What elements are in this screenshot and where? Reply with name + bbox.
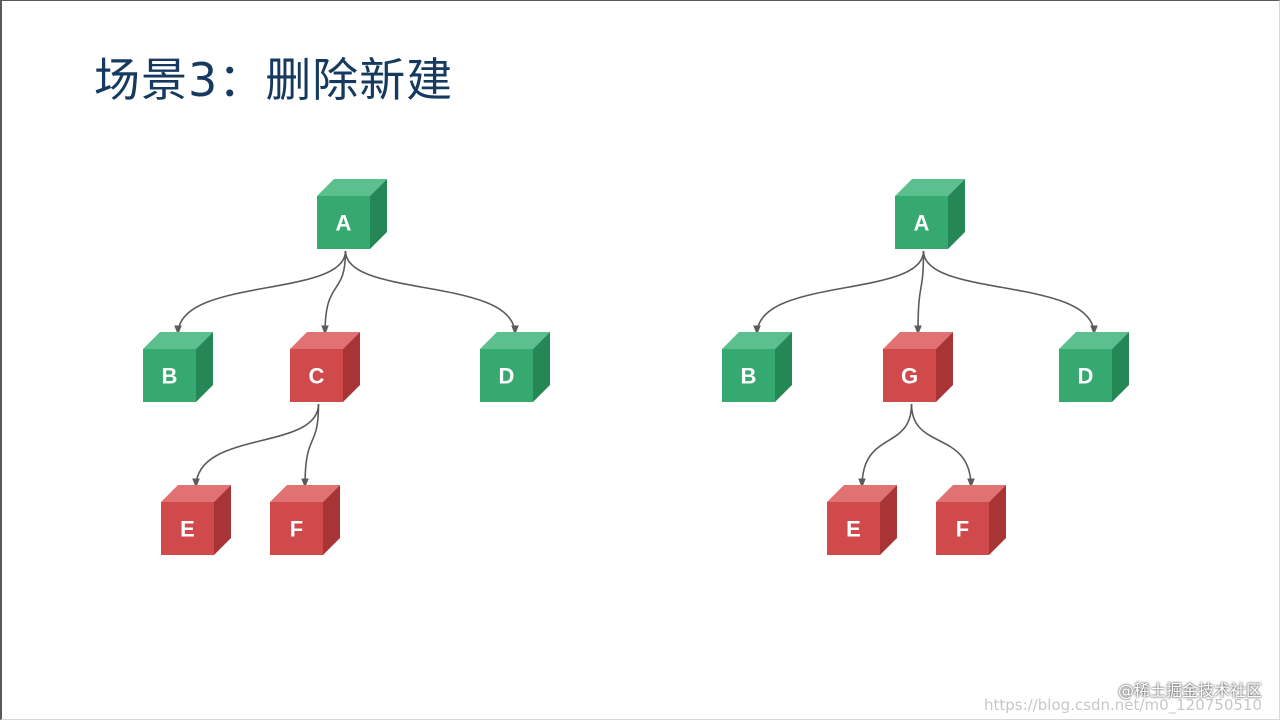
tree2-node-e-front: [827, 502, 880, 555]
tree1-node-e-side: [214, 485, 231, 555]
tree2-node-f: F: [936, 485, 1006, 555]
tree1-node-a-side: [370, 179, 387, 249]
tree1-node-a: A: [317, 179, 387, 249]
tree1-node-e-front: [161, 502, 214, 555]
tree2-node-f-top: [936, 485, 1006, 502]
tree1-node-b: B: [143, 332, 213, 402]
nodes-layer: A B C D E F A B G D E F: [143, 179, 1129, 555]
slide-title: 场景3：删除新建: [94, 53, 454, 107]
tree2-node-e-top: [827, 485, 897, 502]
tree1-edge-a-b: [174, 250, 347, 335]
tree2-node-d: D: [1059, 332, 1129, 402]
tree1-node-a-top: [317, 179, 387, 196]
tree1-edge-c-e: [192, 403, 320, 488]
tree2-node-g-front: [883, 349, 936, 402]
tree1-edge-a-c: [321, 250, 347, 335]
tree2-node-g-top: [883, 332, 953, 349]
tree1-node-b-top: [143, 332, 213, 349]
tree2-node-b-front: [722, 349, 775, 402]
tree1-node-d-side: [533, 332, 550, 402]
tree1-node-b-front: [143, 349, 196, 402]
tree1-node-e-top: [161, 485, 231, 502]
tree1-node-c: C: [290, 332, 360, 402]
tree1-node-c-label: C: [309, 364, 325, 389]
tree1-node-b-side: [196, 332, 213, 402]
tree2-node-f-side: [989, 485, 1006, 555]
tree1-node-c-top: [290, 332, 360, 349]
tree1-node-a-front: [317, 196, 370, 249]
tree2-node-f-front: [936, 502, 989, 555]
tree2-node-b-top: [722, 332, 792, 349]
tree2-edge-g-f: [910, 403, 975, 488]
tree1-node-e: E: [161, 485, 231, 555]
tree1-node-f: F: [270, 485, 340, 555]
tree2-edge-g-e: [858, 403, 913, 488]
tree2-edge-a-g: [914, 250, 925, 335]
tree1-node-a-label: A: [336, 211, 352, 236]
tree1-node-e-label: E: [180, 517, 195, 542]
tree2-node-a: A: [895, 179, 965, 249]
tree1-edge-a-d: [344, 250, 519, 335]
tree2-node-f-label: F: [956, 517, 969, 542]
tree2-node-g: G: [883, 332, 953, 402]
tree1-node-d-label: D: [499, 364, 515, 389]
tree2-node-g-label: G: [901, 364, 918, 389]
tree1-node-f-side: [323, 485, 340, 555]
tree2-node-d-label: D: [1078, 364, 1094, 389]
tree1-node-b-label: B: [162, 364, 178, 389]
tree1-edge-c-f: [301, 403, 320, 488]
tree2-node-d-side: [1112, 332, 1129, 402]
tree1-node-d: D: [480, 332, 550, 402]
edges-layer: [174, 250, 1098, 488]
tree2-edge-a-b: [753, 250, 925, 335]
watermark-url: https://blog.csdn.net/m0_120750510: [984, 696, 1262, 714]
tree1-node-c-side: [343, 332, 360, 402]
tree2-node-a-front: [895, 196, 948, 249]
tree1-node-f-label: F: [290, 517, 303, 542]
tree1-node-d-front: [480, 349, 533, 402]
tree1-node-f-front: [270, 502, 323, 555]
tree1-node-d-top: [480, 332, 550, 349]
tree2-node-a-label: A: [914, 211, 930, 236]
tree2-node-b-label: B: [741, 364, 757, 389]
tree2-node-b: B: [722, 332, 792, 402]
tree1-node-c-front: [290, 349, 343, 402]
tree2-node-b-side: [775, 332, 792, 402]
tree1-node-f-top: [270, 485, 340, 502]
tree2-node-a-side: [948, 179, 965, 249]
tree2-node-d-top: [1059, 332, 1129, 349]
tree2-node-g-side: [936, 332, 953, 402]
tree2-node-a-top: [895, 179, 965, 196]
tree2-edge-a-d: [922, 250, 1098, 335]
tree2-node-d-front: [1059, 349, 1112, 402]
tree2-node-e-label: E: [846, 517, 861, 542]
watermark-brand: @稀土掘金技术社区: [1117, 681, 1262, 700]
tree2-node-e-side: [880, 485, 897, 555]
tree2-node-e: E: [827, 485, 897, 555]
